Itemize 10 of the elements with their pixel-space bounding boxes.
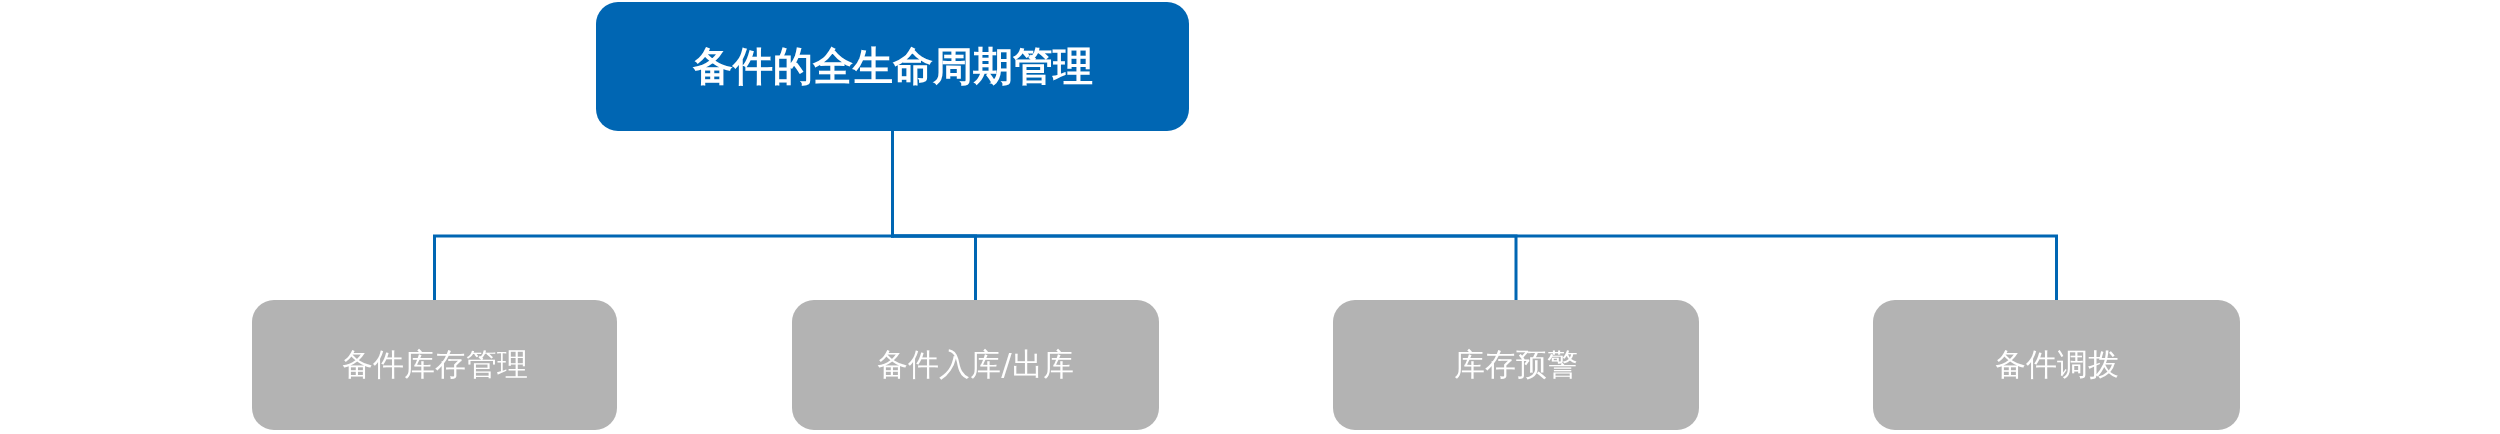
- node-label: 备件入库/出库: [877, 345, 1074, 384]
- node-label: 备件库存管理: [341, 345, 528, 384]
- node-label: 备件的全生命周期管理: [692, 42, 1093, 91]
- node-label: 备件调拨: [1994, 345, 2119, 384]
- category-box: [1873, 300, 2240, 430]
- category-box: [792, 300, 1159, 430]
- category-box: [252, 300, 617, 430]
- root-box: [596, 2, 1189, 131]
- category-box: [1333, 300, 1699, 430]
- node-label: 库存预警: [1454, 345, 1578, 384]
